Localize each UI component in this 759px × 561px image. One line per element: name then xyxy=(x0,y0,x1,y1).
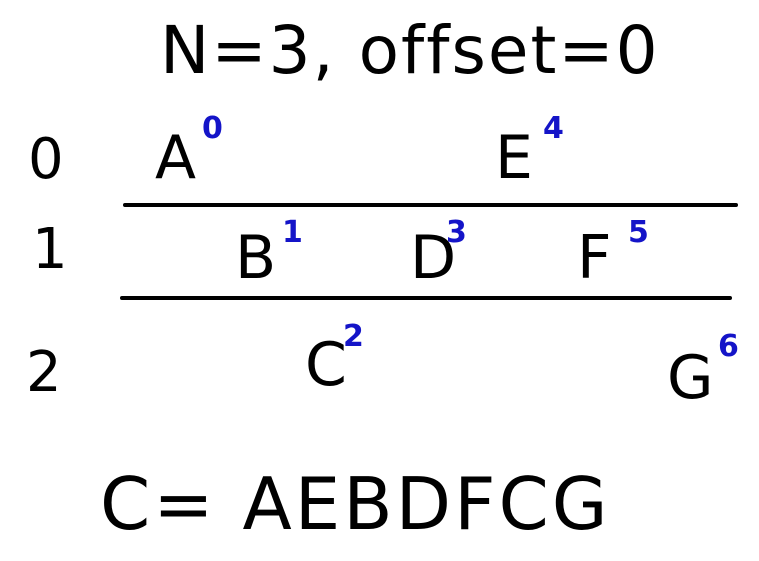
index-e: 4 xyxy=(543,111,564,146)
letter-g: G xyxy=(667,343,714,413)
diagram-title: N=3, offset=0 xyxy=(160,12,660,89)
letter-f: F xyxy=(577,223,612,293)
index-c: 2 xyxy=(343,319,364,354)
rail-divider-upper xyxy=(123,203,738,207)
index-a: 0 xyxy=(202,111,223,146)
letter-b: B xyxy=(235,223,277,293)
letter-d: D xyxy=(410,223,457,293)
row-label-2: 2 xyxy=(26,340,62,405)
ciphertext-result: C= AEBDFCG xyxy=(100,462,611,546)
index-b: 1 xyxy=(282,215,303,250)
index-d: 3 xyxy=(446,215,467,250)
letter-c: C xyxy=(305,330,347,400)
rail-divider-lower xyxy=(120,296,732,300)
letter-a: A xyxy=(155,123,197,193)
index-f: 5 xyxy=(628,215,649,250)
index-g: 6 xyxy=(718,329,739,364)
letter-e: E xyxy=(495,123,533,193)
row-label-0: 0 xyxy=(28,127,64,192)
row-label-1: 1 xyxy=(32,217,68,282)
